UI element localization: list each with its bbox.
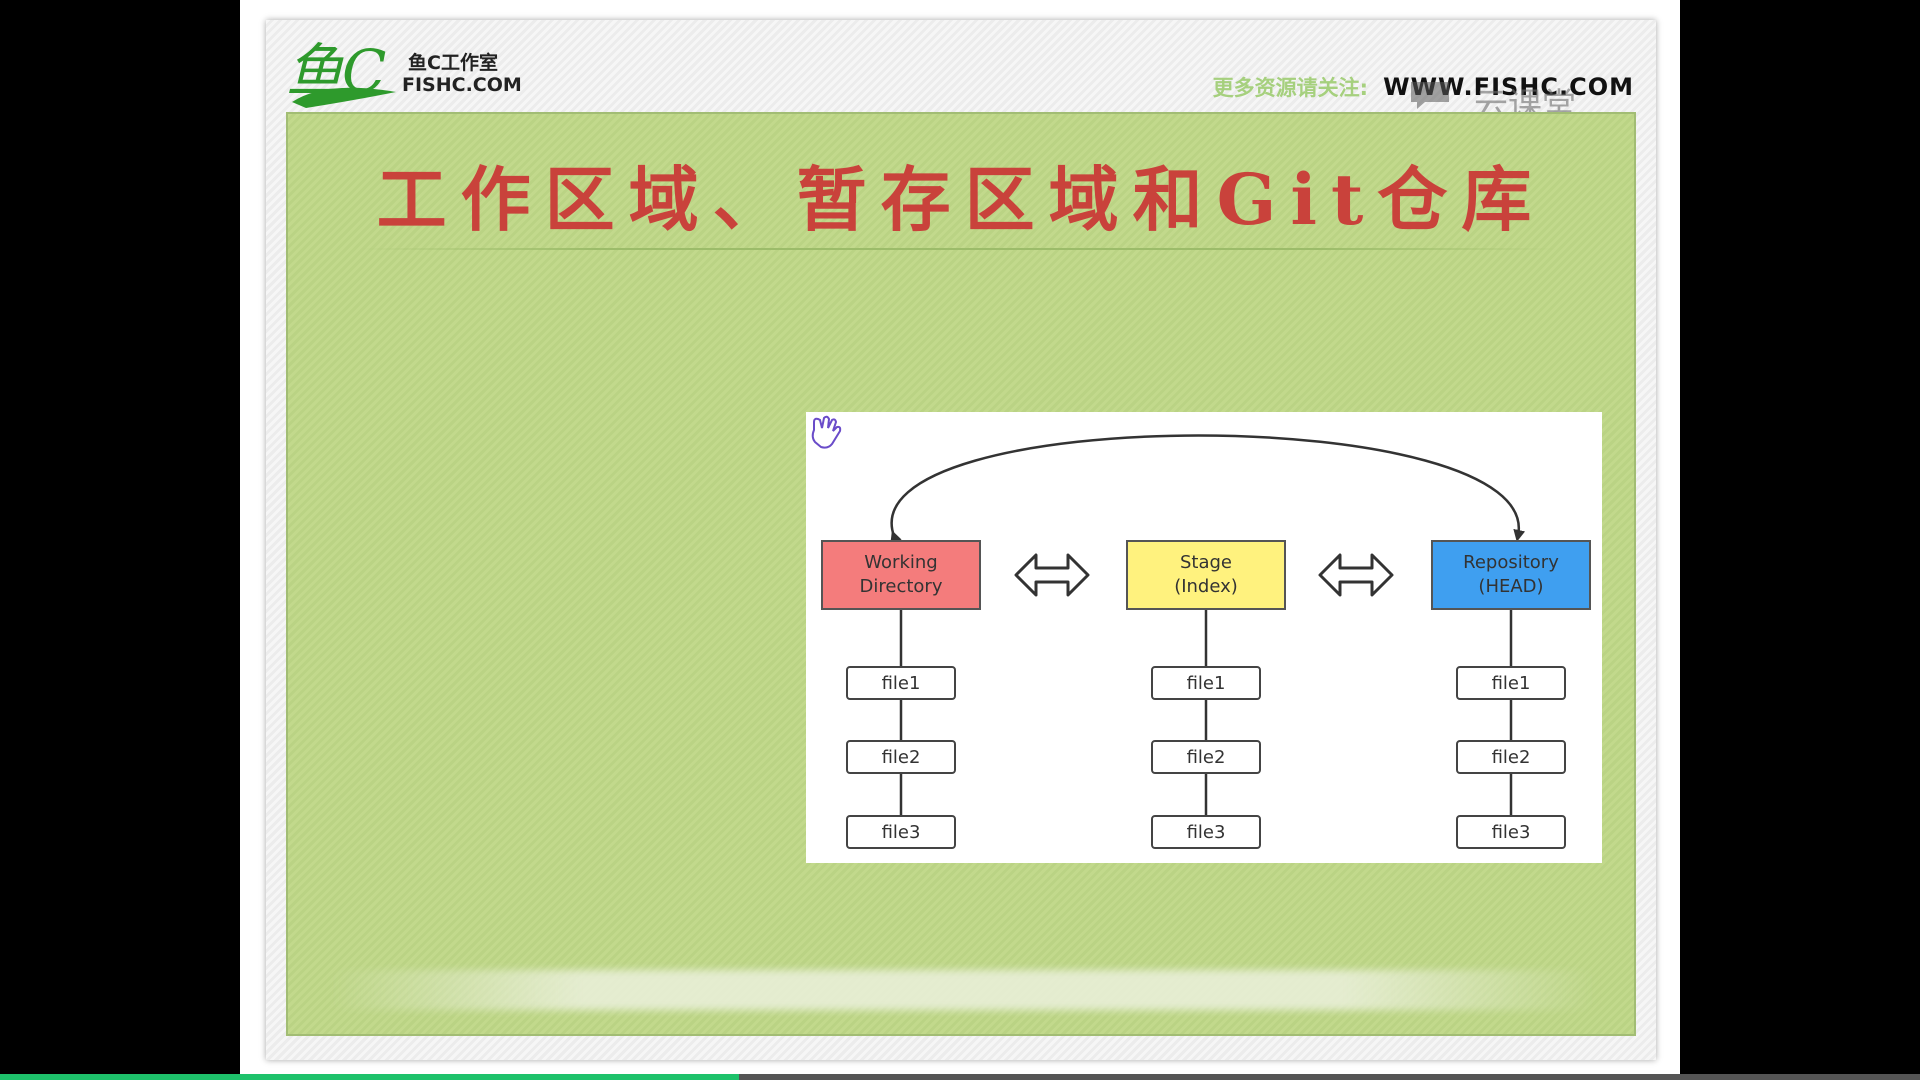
repository-label-line1: Repository <box>1463 552 1559 573</box>
repository-file1: file1 <box>1456 666 1566 700</box>
bottom-glow <box>328 970 1598 1010</box>
stage-file3: file3 <box>1151 815 1261 849</box>
repository-label-line2: (HEAD) <box>1478 576 1544 597</box>
video-progress-bar[interactable] <box>0 1074 1920 1080</box>
hand-cursor-icon <box>811 415 842 449</box>
promo-text: 更多资源请关注: <box>1212 76 1368 100</box>
git-areas-diagram: Working Directory Stage (Index) Reposito… <box>806 412 1602 863</box>
stage-file1: file1 <box>1151 666 1261 700</box>
logo-chinese-text: 鱼C工作室 <box>408 52 498 74</box>
title-divider <box>358 248 1558 250</box>
working-directory-box: Working Directory <box>821 540 981 610</box>
stage-label-line2: (Index) <box>1174 576 1238 597</box>
logo-script: 鱼C <box>286 37 386 105</box>
slide-header: 鱼C 鱼C工作室 FISHC.COM 更多资源请关注: WWW.FISHC.CO… <box>266 20 1656 126</box>
double-arrow-icon <box>1318 553 1394 597</box>
fishc-logo: 鱼C 鱼C工作室 FISHC.COM <box>286 30 566 120</box>
working-file3: file3 <box>846 815 956 849</box>
logo-english-text: FISHC.COM <box>402 74 522 96</box>
diagram-connectors <box>890 434 1526 818</box>
stage-label-line1: Stage <box>1179 552 1232 573</box>
working-directory-label-line1: Working <box>864 552 938 573</box>
video-progress-fill <box>0 1074 740 1080</box>
repository-file3: file3 <box>1456 815 1566 849</box>
slide-card: 鱼C 鱼C工作室 FISHC.COM 更多资源请关注: WWW.FISHC.CO… <box>266 20 1656 1060</box>
logo-swoosh-icon <box>292 87 396 108</box>
stage-index-box: Stage (Index) <box>1126 540 1286 610</box>
repository-head-box: Repository (HEAD) <box>1431 540 1591 610</box>
chat-bubble-icon <box>1411 82 1449 109</box>
working-file2: file2 <box>846 740 956 774</box>
curved-double-arrow <box>890 434 1526 544</box>
stage-file2: file2 <box>1151 740 1261 774</box>
double-arrow-icon <box>1014 553 1090 597</box>
working-directory-label-line2: Directory <box>859 576 943 597</box>
repository-file2: file2 <box>1456 740 1566 774</box>
slide-title: 工作区域、暂存区域和Git仓库 <box>376 158 1546 241</box>
working-file1: file1 <box>846 666 956 700</box>
slide-page: 鱼C 鱼C工作室 FISHC.COM 更多资源请关注: WWW.FISHC.CO… <box>240 0 1680 1076</box>
